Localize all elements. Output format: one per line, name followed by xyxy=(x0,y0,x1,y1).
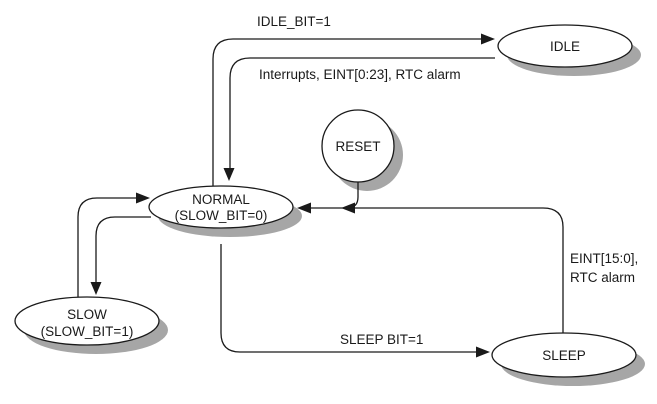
transition-label-eint-line1: EINT[15:0], xyxy=(570,251,638,266)
arrowhead-reset-merge xyxy=(341,202,355,214)
transition-slow-to-normal xyxy=(77,197,136,297)
arrowhead-into-idle xyxy=(481,33,495,45)
normal-state-label-line1: NORMAL xyxy=(192,192,250,207)
arrowhead-into-slow xyxy=(90,282,102,295)
normal-state-label-line2: (SLOW_BIT=0) xyxy=(175,208,268,223)
arrowhead-into-sleep xyxy=(476,346,490,358)
sleep-state-label: SLEEP xyxy=(542,348,586,363)
transition-label-eint-line2: RTC alarm xyxy=(570,270,635,285)
transition-normal-to-sleep xyxy=(220,244,476,353)
transition-label-interrupts: Interrupts, EINT[0:23], RTC alarm xyxy=(259,67,461,82)
arrowhead-into-normal-top xyxy=(223,168,235,181)
reset-state xyxy=(321,109,395,183)
slow-state-label-line1: SLOW xyxy=(67,307,107,322)
slow-state-label-line2: (SLOW_BIT=1) xyxy=(41,324,134,339)
transition-sleep-to-normal xyxy=(310,207,564,333)
reset-state-label: RESET xyxy=(335,139,380,154)
arrowhead-into-normal-right xyxy=(297,202,311,214)
transition-label-sleep-bit: SLEEP BIT=1 xyxy=(340,332,423,347)
transition-label-idle-bit: IDLE_BIT=1 xyxy=(257,14,331,29)
sleep-state xyxy=(491,332,637,378)
transition-normal-to-idle xyxy=(212,38,482,186)
normal-state xyxy=(148,185,294,229)
transition-normal-to-slow xyxy=(95,216,151,282)
transition-idle-to-normal xyxy=(229,57,495,169)
idle-state xyxy=(497,24,633,68)
arrowhead-into-normal-left xyxy=(136,192,150,204)
idle-state-label: IDLE xyxy=(550,39,580,54)
slow-state xyxy=(14,296,160,346)
